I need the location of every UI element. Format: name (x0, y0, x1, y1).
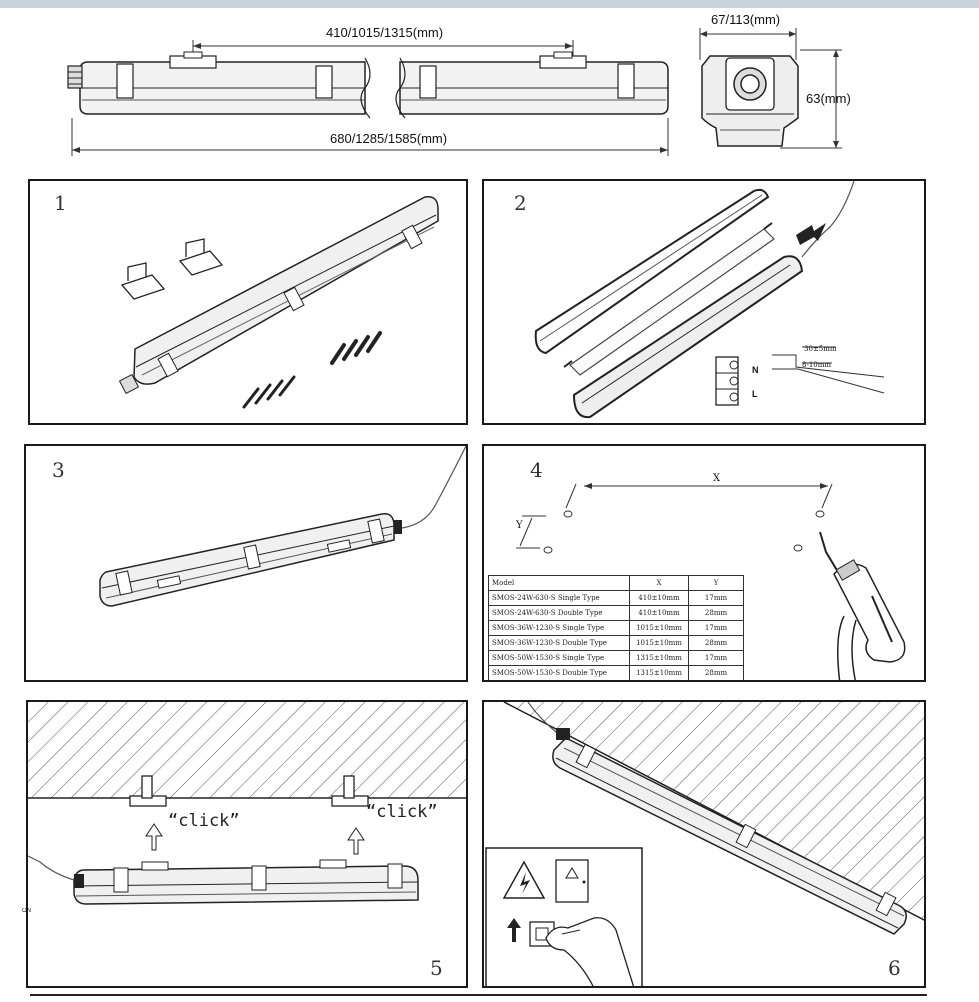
table-cell: 1015±10mm (629, 635, 689, 651)
inner-length-label: 410/1015/1315(mm) (326, 25, 444, 40)
panel-number: 2 (514, 191, 527, 215)
lamp-wiring-diagram (534, 181, 885, 419)
width-label: 67/113(mm) (711, 12, 781, 27)
table-header-cell: Model (488, 575, 630, 591)
table-header-row: Model X Y (488, 575, 744, 591)
table-cell: 1315±10mm (629, 665, 689, 680)
terminal-n-label: N (752, 365, 759, 375)
panel-number: 6 (888, 956, 901, 980)
table-row: SMOS-24W-630-S Double Type 410±10mm 28mm (488, 605, 744, 621)
click-label-right: “click” (366, 802, 438, 822)
strip-length-short: 8-10mm (802, 361, 832, 369)
panel-number: 1 (54, 191, 67, 215)
panel-number: 3 (52, 458, 65, 482)
panel-number: 4 (530, 458, 543, 482)
table-cell: 17mm (688, 590, 744, 606)
table-cell: SMOS-50W-1530-S Double Type (488, 665, 630, 680)
mounted-lamp-scene (485, 702, 924, 986)
y-axis-label: Y (516, 520, 523, 531)
table-cell: 410±10mm (629, 605, 689, 621)
table-cell: 17mm (688, 620, 744, 636)
click-label-left: “click” (168, 811, 240, 831)
table-cell: SMOS-24W-630-S Double Type (488, 605, 630, 621)
panel-6-contents: 6 ON (22, 700, 926, 988)
table-cell: 410±10mm (629, 590, 689, 606)
panel-3-contents: 3 (24, 444, 468, 682)
ceiling-mounting-scene (28, 702, 466, 905)
table-row: SMOS-36W-1230-S Double Type 1015±10mm 28… (488, 635, 744, 651)
x-axis-label: X (713, 473, 721, 484)
panel-number: 5 (430, 956, 443, 980)
top-border-bar (0, 0, 979, 8)
drill-hole-diagram (516, 483, 906, 680)
panel-2-contents: 2 30±5mm 8-10mm N L (482, 179, 926, 425)
table-row: SMOS-36W-1230-S Single Type 1015±10mm 17… (488, 620, 744, 636)
lamp-end-view (699, 28, 842, 149)
table-cell: SMOS-36W-1230-S Double Type (488, 635, 630, 651)
table-cell: 1015±10mm (629, 620, 689, 636)
panel-5-contents: 5 “click” “click” (26, 700, 468, 988)
table-row: SMOS-50W-1530-S Single Type 1315±10mm 17… (488, 650, 744, 666)
table-cell: SMOS-36W-1230-S Single Type (488, 620, 630, 636)
strip-length-long: 30±5mm (804, 345, 837, 353)
terminal-l-label: L (752, 389, 758, 399)
panel-4-contents: 4 X Y Model X Y SMOS-24W-630-S Single (482, 444, 926, 682)
table-header-cell: Y (688, 575, 744, 591)
height-label: 63(mm) (806, 91, 851, 106)
lamp-side-view (67, 40, 669, 156)
table-row: SMOS-50W-1530-S Double Type 1315±10mm 28… (488, 665, 744, 680)
table-cell: 17mm (688, 650, 744, 666)
table-cell: 28mm (688, 605, 744, 621)
total-length-label: 680/1285/1585(mm) (330, 131, 448, 146)
bottom-border-line (30, 994, 927, 1002)
table-cell: 28mm (688, 665, 744, 680)
table-cell: 28mm (688, 635, 744, 651)
panel-1-contents: 1 (28, 179, 468, 425)
model-spec-table: Model X Y SMOS-24W-630-S Single Type 410… (488, 575, 744, 680)
table-cell: SMOS-24W-630-S Single Type (488, 590, 630, 606)
table-row: SMOS-24W-630-S Single Type 410±10mm 17mm (488, 590, 744, 606)
table-cell: 1315±10mm (629, 650, 689, 666)
table-header-cell: X (629, 575, 689, 591)
lamp-and-accessories (118, 196, 439, 409)
assembled-lamp (99, 446, 466, 607)
table-cell: SMOS-50W-1530-S Single Type (488, 650, 630, 666)
